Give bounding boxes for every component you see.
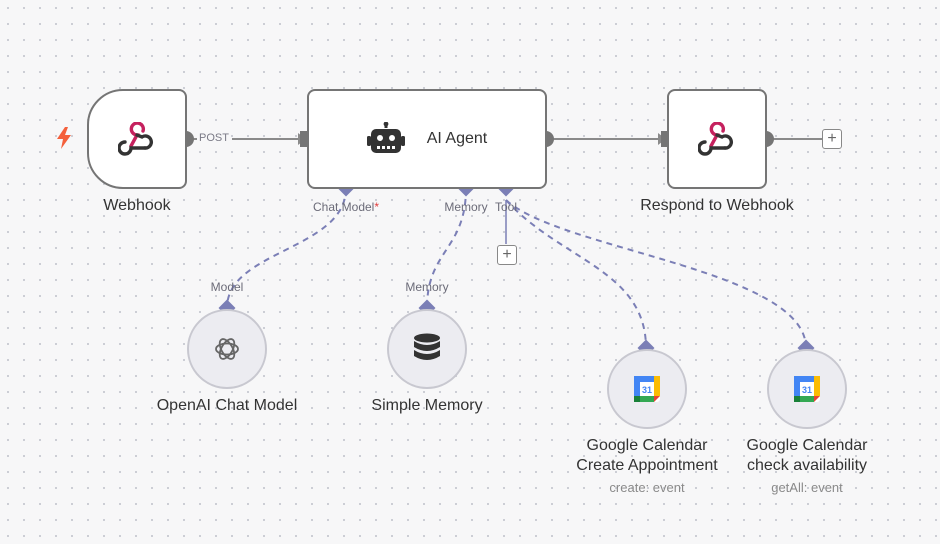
wire-chat-model[interactable]	[226, 187, 347, 309]
gcal-create-label-line1: Google Calendar	[586, 437, 708, 454]
memory-node-label: Simple Memory	[371, 397, 483, 414]
openai-port-label: Model	[210, 280, 244, 294]
gcal-create-subtitle: create: event	[609, 480, 685, 495]
gcal-check-label-line2: check availability	[746, 457, 868, 474]
openai-node-label: OpenAI Chat Model	[156, 397, 298, 414]
google-calendar-icon: 31	[794, 376, 820, 402]
respond-to-webhook-node[interactable]	[667, 89, 767, 189]
bolt-icon	[57, 127, 71, 149]
wire-tool-check[interactable]	[505, 199, 807, 349]
openai-icon	[215, 338, 239, 360]
webhook-icon	[118, 122, 153, 156]
chat-model-port-label: Chat Model*	[313, 200, 379, 214]
connection-label-post: POST	[198, 132, 230, 144]
gcal-check-subtitle: getAll: event	[771, 480, 843, 495]
agent-input-port[interactable]	[300, 131, 307, 147]
required-marker: *	[374, 200, 380, 214]
gcal-create-day: 31	[642, 385, 652, 395]
simple-memory-node[interactable]	[387, 309, 467, 389]
tool-port-label: Tool	[494, 200, 518, 214]
gcal-check-day: 31	[802, 385, 812, 395]
openai-chat-model-node[interactable]	[187, 309, 267, 389]
add-tool-button[interactable]: +	[497, 245, 517, 265]
add-node-button[interactable]: +	[822, 129, 842, 149]
robot-icon	[366, 122, 405, 153]
chat-model-port-text: Chat Model	[312, 200, 375, 214]
wire-tool-create[interactable]	[505, 199, 647, 349]
webhook-node[interactable]	[87, 89, 187, 189]
gcal-check-label-line1: Google Calendar	[746, 437, 868, 454]
ai-agent-title: AI Agent	[426, 130, 488, 147]
wire-memory[interactable]	[426, 187, 467, 309]
respond-node-label: Respond to Webhook	[640, 197, 794, 214]
memory-port-label: Memory	[444, 200, 488, 214]
google-calendar-icon: 31	[634, 376, 660, 402]
gcal-check-node[interactable]: 31	[767, 349, 847, 429]
ai-agent-node[interactable]: AI Agent	[307, 89, 547, 189]
gcal-create-label-line2: Create Appointment	[576, 457, 718, 474]
respond-input-port[interactable]	[661, 131, 668, 147]
memory-node-port-label: Memory	[405, 280, 449, 294]
webhook-icon	[698, 122, 733, 156]
webhook-node-label: Webhook	[103, 197, 171, 214]
gcal-create-node[interactable]: 31	[607, 349, 687, 429]
database-icon	[414, 333, 440, 360]
